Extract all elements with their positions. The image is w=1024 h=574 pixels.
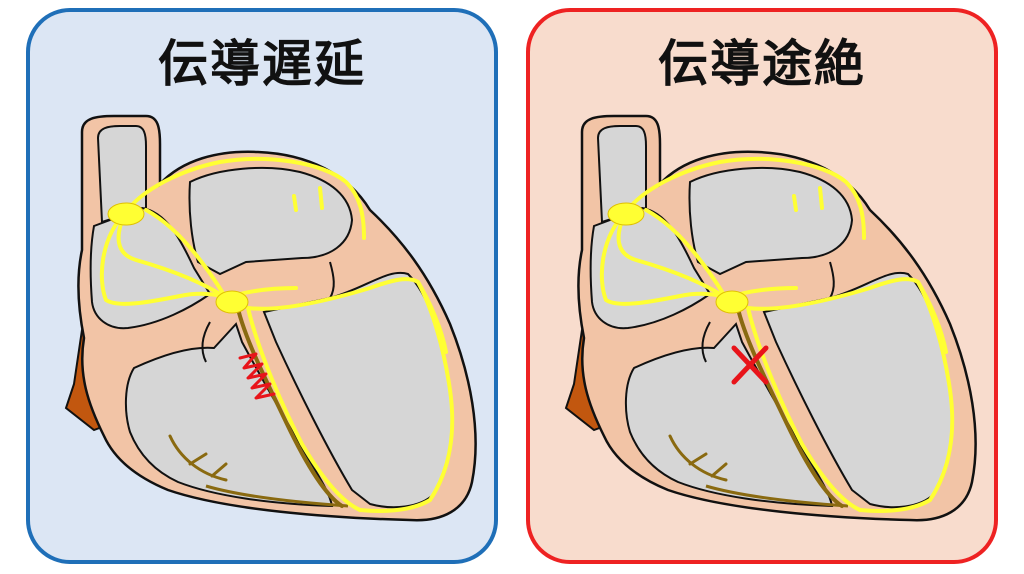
panel-title-delay: 伝導遅延 [158,35,366,93]
x-block-marker [731,345,769,385]
conduction-block-panel: 伝導途絶 [526,8,998,564]
heart-conduction-system [564,114,978,523]
zigzag-delay-marker [238,352,276,400]
heart-conduction-system [64,114,478,523]
conduction-delay-panel: 伝導遅延 [26,8,498,564]
panel-title-block: 伝導途絶 [658,35,866,93]
heart-diagram-delay [64,114,478,523]
heart-diagram-block [564,114,978,523]
